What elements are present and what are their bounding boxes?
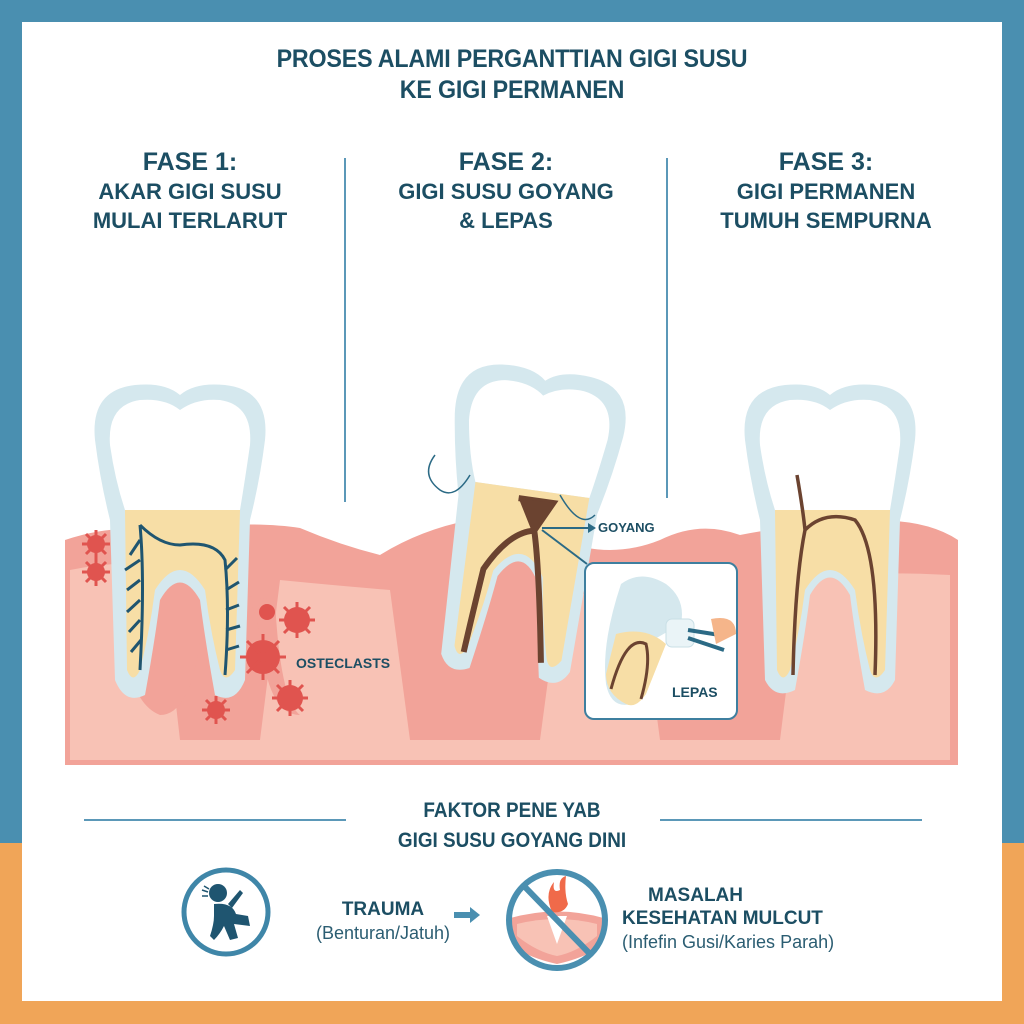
phase-3-line-1: GIGI PERMANEN: [736, 179, 916, 204]
tooth-phase-3-icon: [744, 384, 916, 694]
phase-2-number: FASE 2:: [458, 148, 554, 176]
trauma-subtitle: (Benturan/Jatuh): [315, 923, 451, 943]
phase-2-heading: FASE 2: GIGI SUSU GOYANG & LEPAS: [356, 147, 656, 235]
phase-3-line-2: TUMUH SEMPURNA: [720, 208, 932, 233]
oral-health-subtitle: (Infefin Gusi/Karies Parah): [622, 932, 835, 952]
osteoclast-cluster-icon: [82, 530, 315, 724]
section-rule-right: [660, 819, 922, 821]
lepas-label: LEPAS: [672, 684, 718, 700]
title-line-1: PROSES ALAMI PERGANTTIAN GIGI SUSU: [276, 45, 748, 73]
callout-line: [541, 529, 588, 565]
tooth-phase-1-icon: [94, 384, 266, 698]
phase-1-number: FASE 1:: [142, 148, 238, 176]
falling-child-icon: [181, 867, 271, 957]
goyang-arrow-icon: [542, 523, 596, 533]
arrow-right-icon: [454, 907, 480, 923]
trauma-factor: TRAUMA (Benturan/Jatuh): [308, 898, 458, 945]
phase-2-line-2: & LEPAS: [459, 208, 553, 233]
phase-1-line-1: AKAR GIGI SUSU: [98, 179, 282, 204]
oral-health-heading-line-1: MASALAH: [648, 885, 743, 906]
phase-2-line-1: GIGI SUSU GOYANG: [398, 179, 614, 204]
page-title: PROSES ALAMI PERGANTTIAN GIGI SUSU KE GI…: [56, 44, 967, 106]
phase-3-heading: FASE 3: GIGI PERMANEN TUMUH SEMPURNA: [676, 147, 976, 235]
factors-title-line-2: GIGI SUSU GOYANG DINI: [397, 829, 627, 852]
title-line-2: KE GIGI PERMANEN: [399, 76, 625, 104]
osteoclasts-label: OSTECLASTS: [296, 655, 391, 671]
phase-3-number: FASE 3:: [778, 148, 874, 176]
phase-divider-1: [344, 158, 346, 502]
factors-title: FAKTOR PENE YAB GIGI SUSU GOYANG DINI: [71, 796, 953, 856]
goyang-label: GOYANG: [598, 520, 655, 535]
no-gum-infection-icon: [506, 869, 608, 971]
oral-health-heading-line-2: KESEHATAN MULCUT: [622, 908, 823, 929]
phase-1-line-2: MULAI TERLARUT: [92, 208, 288, 233]
factors-title-line-1: FAKTOR PENE YAB: [423, 799, 601, 822]
phase-1-heading: FASE 1: AKAR GIGI SUSU MULAI TERLARUT: [40, 147, 340, 235]
oral-health-factor: MASALAH KESEHATAN MULCUT (Infefin Gusi/K…: [622, 884, 834, 954]
extracted-tooth-icon: [605, 576, 736, 706]
trauma-heading: TRAUMA: [341, 899, 425, 920]
phase-divider-2: [666, 158, 668, 498]
section-rule-left: [84, 819, 346, 821]
